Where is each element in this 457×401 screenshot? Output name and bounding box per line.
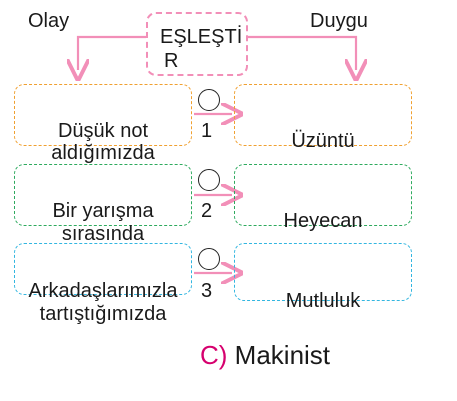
event-3-line-2: tartıştığımızda <box>39 303 167 325</box>
answer-letter: C) <box>200 340 228 370</box>
emotion-box-3 <box>234 243 412 301</box>
emotion-box-2 <box>234 164 412 226</box>
title-box: EŞLEŞTİ R <box>146 12 248 76</box>
title-line-2: R <box>164 50 179 72</box>
answer-text: Makinist <box>234 340 331 370</box>
header-olay: Olay <box>28 10 70 32</box>
emotion-3-label: Mutluluk <box>285 290 361 312</box>
number-2: 2 <box>201 200 213 222</box>
answer-circle-2[interactable] <box>198 169 220 191</box>
right-connector <box>248 35 356 70</box>
event-box-1 <box>14 84 192 146</box>
event-2-line-1: Bir yarışma <box>52 200 154 222</box>
number-3: 3 <box>201 280 213 302</box>
event-3-line-1: Arkadaşlarımızla <box>28 280 178 302</box>
event-2-line-2: sırasında <box>61 223 145 245</box>
answer-line: C) Makinist <box>200 340 330 370</box>
answer-circle-3[interactable] <box>198 248 220 270</box>
event-box-3 <box>14 243 192 295</box>
emotion-2-label: Heyecan <box>283 210 363 232</box>
event-box-2 <box>14 164 192 226</box>
event-1-line-1: Düşük not <box>57 120 149 142</box>
emotion-box-1 <box>234 84 412 146</box>
header-duygu: Duygu <box>310 10 368 32</box>
left-connector <box>78 35 146 70</box>
event-1-line-2: aldığımızda <box>51 142 155 164</box>
answer-circle-1[interactable] <box>198 89 220 111</box>
number-1: 1 <box>201 120 213 142</box>
title-line-1: EŞLEŞTİ <box>160 26 243 48</box>
emotion-1-label: Üzüntü <box>291 130 355 152</box>
